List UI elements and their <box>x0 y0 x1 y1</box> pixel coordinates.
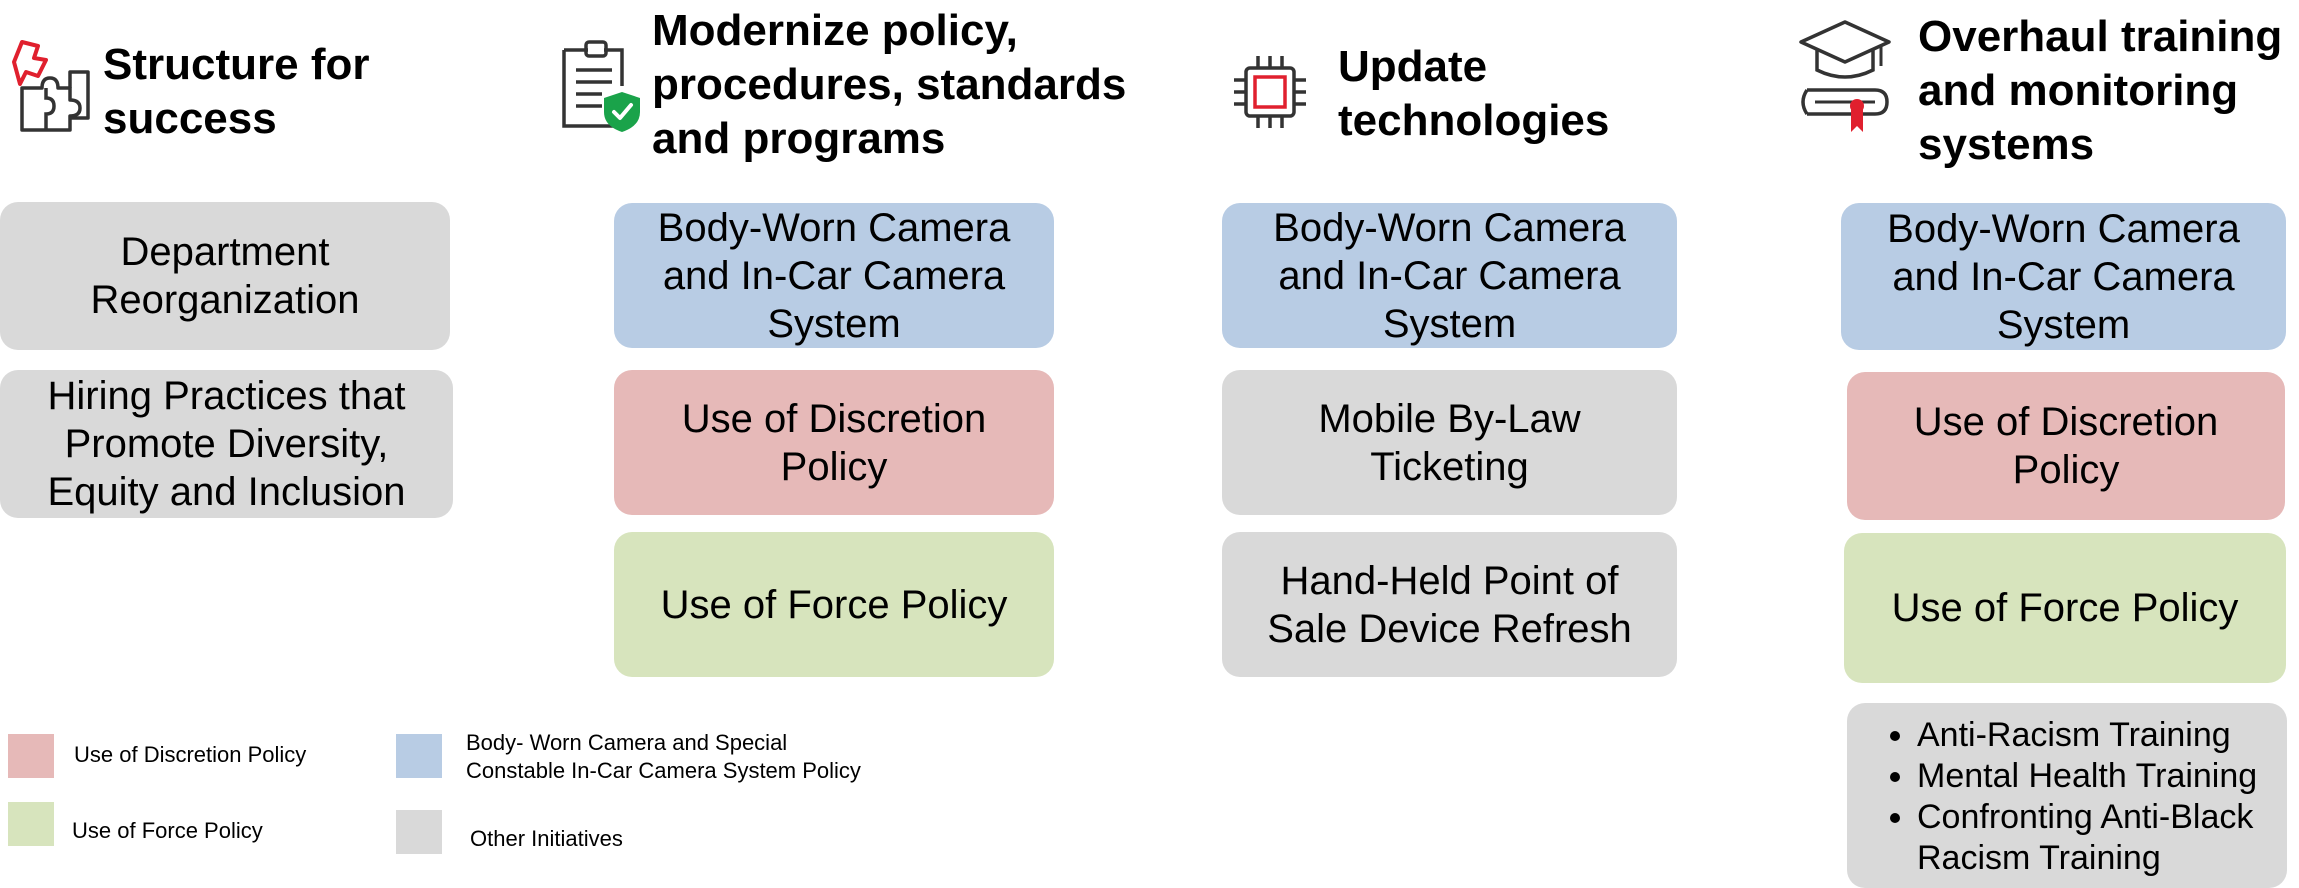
initiative-label: Body-Worn Camera and In-Car Camera Syste… <box>1273 205 1626 346</box>
initiative-box-camera-system: Body-Worn Camera and In-Car Camera Syste… <box>1222 203 1677 348</box>
legend-label-force: Use of Force Policy <box>72 818 263 843</box>
initiative-label: Hand-Held Point of Sale Device Refresh <box>1267 558 1632 651</box>
legend-swatch-discretion <box>8 734 54 778</box>
initiative-box-department-reorganization: Department Reorganization <box>0 202 450 350</box>
column-2-heading: Modernize policy, procedures, standards … <box>652 6 1127 163</box>
initiative-label: Use of Force Policy <box>660 582 1008 627</box>
initiative-box-hiring-practices: Hiring Practices that Promote Diversity,… <box>0 370 453 518</box>
initiative-box-camera-system: Body-Worn Camera and In-Car Camera Syste… <box>1841 203 2286 350</box>
graduation-cap-icon <box>1795 16 1895 141</box>
column-4-heading: Overhaul training and monitoring systems <box>1918 12 2283 169</box>
initiative-label: Use of Discretion Policy <box>681 396 987 489</box>
initiative-label: Department Reorganization <box>90 230 360 322</box>
initiative-label: Mobile By-Law Ticketing <box>1318 396 1581 489</box>
training-list-box: Anti-Racism Training Mental Health Train… <box>1847 703 2287 888</box>
microchip-icon <box>1230 52 1310 137</box>
policy-document-icon <box>554 38 644 139</box>
initiative-label: Use of Discretion Policy <box>1913 400 2219 492</box>
initiative-box-mobile-ticketing: Mobile By-Law Ticketing <box>1222 370 1677 515</box>
training-item: Anti-Racism Training <box>1917 715 2277 756</box>
legend-label-discretion: Use of Discretion Policy <box>74 742 307 767</box>
legend-swatch-camera <box>396 734 442 778</box>
initiative-box-camera-system: Body-Worn Camera and In-Car Camera Syste… <box>614 203 1054 348</box>
column-3-heading: Update technologies <box>1338 42 1610 145</box>
column-1-heading: Structure for success <box>103 40 370 143</box>
initiative-label: Use of Force Policy <box>1891 586 2239 630</box>
legend-swatch-other <box>396 810 442 854</box>
initiative-label: Body-Worn Camera and In-Car Camera Syste… <box>1887 206 2240 347</box>
training-item: Confronting Anti-Black Racism Training <box>1917 797 2277 879</box>
legend-label-other: Other Initiatives <box>470 826 623 851</box>
initiative-box-force-policy: Use of Force Policy <box>614 532 1054 677</box>
puzzle-icon <box>8 38 90 143</box>
initiative-box-force-policy: Use of Force Policy <box>1844 533 2286 683</box>
initiative-box-discretion-policy: Use of Discretion Policy <box>1847 372 2285 520</box>
legend-swatch-force <box>8 802 54 846</box>
initiative-box-point-of-sale-refresh: Hand-Held Point of Sale Device Refresh <box>1222 532 1677 677</box>
initiative-label: Hiring Practices that Promote Diversity,… <box>47 374 406 514</box>
training-item: Mental Health Training <box>1917 756 2277 797</box>
training-list: Anti-Racism Training Mental Health Train… <box>1871 715 2277 879</box>
initiative-box-discretion-policy: Use of Discretion Policy <box>614 370 1054 515</box>
initiative-label: Body-Worn Camera and In-Car Camera Syste… <box>657 205 1011 346</box>
legend-label-camera: Body- Worn Camera and Special Constable … <box>466 730 861 783</box>
